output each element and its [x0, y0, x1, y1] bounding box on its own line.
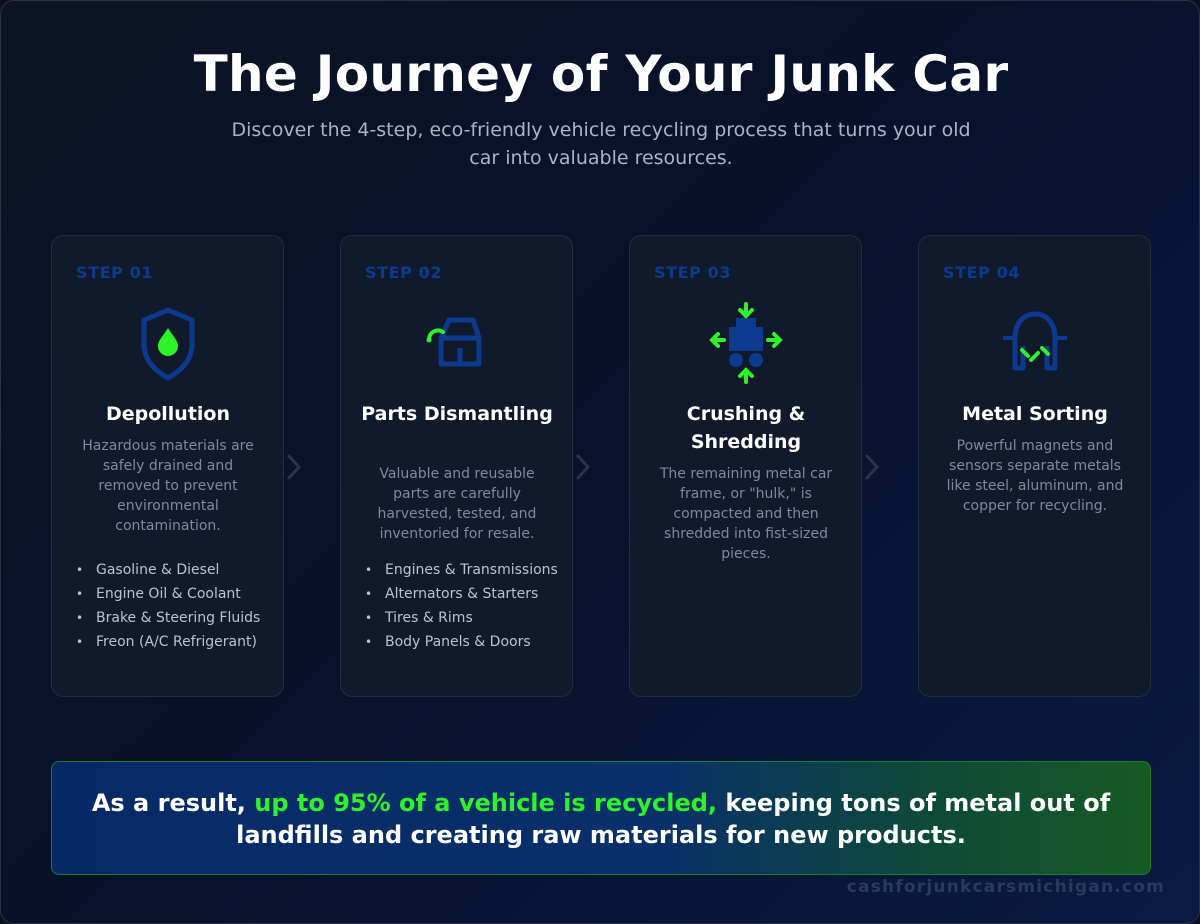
step-label: STEP 04: [943, 263, 1021, 282]
step-title: Crushing & Shredding: [686, 403, 806, 453]
step-title: Parts Dismantling: [361, 403, 553, 425]
list-item: Alternators & Starters: [365, 584, 565, 604]
result-prefix: As a result,: [91, 789, 255, 817]
garage-wrench-icon: [417, 302, 497, 386]
step-title: Metal Sorting: [962, 403, 1108, 425]
list-item: Engines & Transmissions: [365, 560, 565, 580]
list-item: Brake & Steering Fluids: [76, 608, 276, 628]
step-card-metal-sorting: STEP 04 Metal Sorting Powerful magnets a…: [918, 235, 1151, 697]
page-title: The Journey of Your Junk Car: [193, 45, 1009, 103]
step-title: Depollution: [105, 403, 231, 425]
footer-site-name: cashforjunkcarsmichigan.com: [846, 877, 1165, 897]
list-item: Gasoline & Diesel: [76, 560, 276, 580]
page-subtitle: Discover the 4-step, eco-friendly vehicl…: [231, 119, 971, 169]
step-label: STEP 01: [76, 263, 154, 282]
step-description: Valuable and reusable parts are carefull…: [377, 466, 537, 542]
shield-drop-icon: [128, 302, 208, 386]
list-item: Tires & Rims: [365, 608, 565, 628]
step-card-crushing-shredding: STEP 03 Crushing & Shredding The remaini…: [629, 235, 862, 697]
chevron-right-icon: [575, 453, 591, 481]
step-label: STEP 03: [654, 263, 732, 282]
step-item-list: Gasoline & Diesel Engine Oil & Coolant B…: [76, 560, 276, 656]
result-suffix: keeping tons of metal out of landfills a…: [236, 789, 1111, 849]
step-description: Hazardous materials are safely drained a…: [82, 438, 254, 534]
step-description: Powerful magnets and sensors separate me…: [946, 438, 1124, 514]
magnet-icon: [995, 302, 1075, 386]
list-item: Body Panels & Doors: [365, 632, 565, 652]
list-item: Freon (A/C Refrigerant): [76, 632, 276, 652]
step-description: The remaining metal car frame, or "hulk,…: [659, 466, 833, 562]
step-card-depollution: STEP 01 Depollution Hazardous materials …: [51, 235, 284, 697]
step-card-parts-dismantling: STEP 02 Parts Dismantling Valuable and r…: [340, 235, 573, 697]
list-item: Engine Oil & Coolant: [76, 584, 276, 604]
crusher-compress-icon: [706, 302, 786, 386]
step-item-list: Engines & Transmissions Alternators & St…: [365, 560, 565, 656]
step-label: STEP 02: [365, 263, 443, 282]
result-highlight: up to 95% of a vehicle is recycled,: [254, 789, 718, 817]
chevron-right-icon: [864, 453, 880, 481]
chevron-right-icon: [286, 453, 302, 481]
result-banner: As a result, up to 95% of a vehicle is r…: [51, 761, 1151, 875]
